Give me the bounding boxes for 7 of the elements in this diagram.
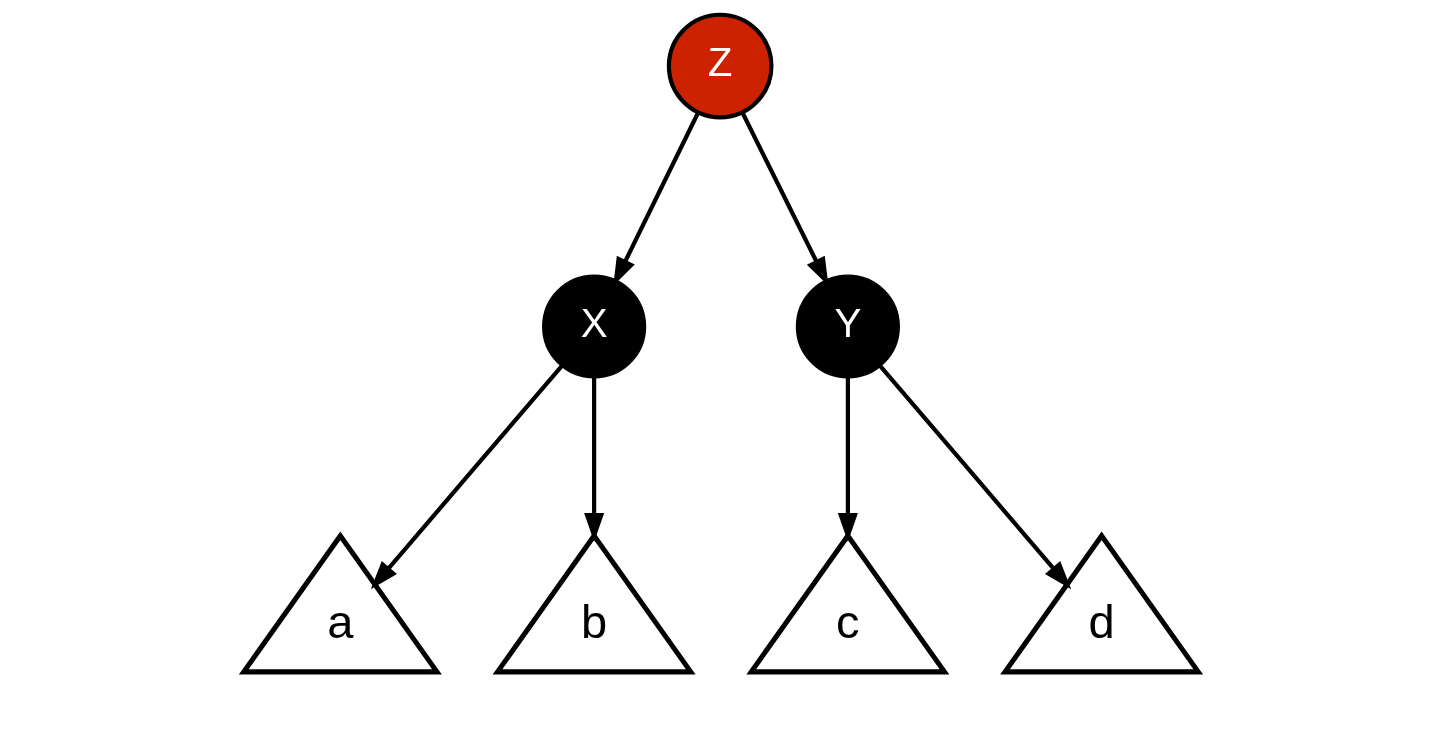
node-circle: X: [541, 274, 646, 379]
node-circle: Z: [666, 12, 773, 120]
arrow: [370, 365, 563, 590]
node-circle: Y: [795, 274, 900, 379]
arrow: [583, 377, 604, 542]
arrow: [837, 377, 858, 542]
arrow: [878, 365, 1071, 590]
